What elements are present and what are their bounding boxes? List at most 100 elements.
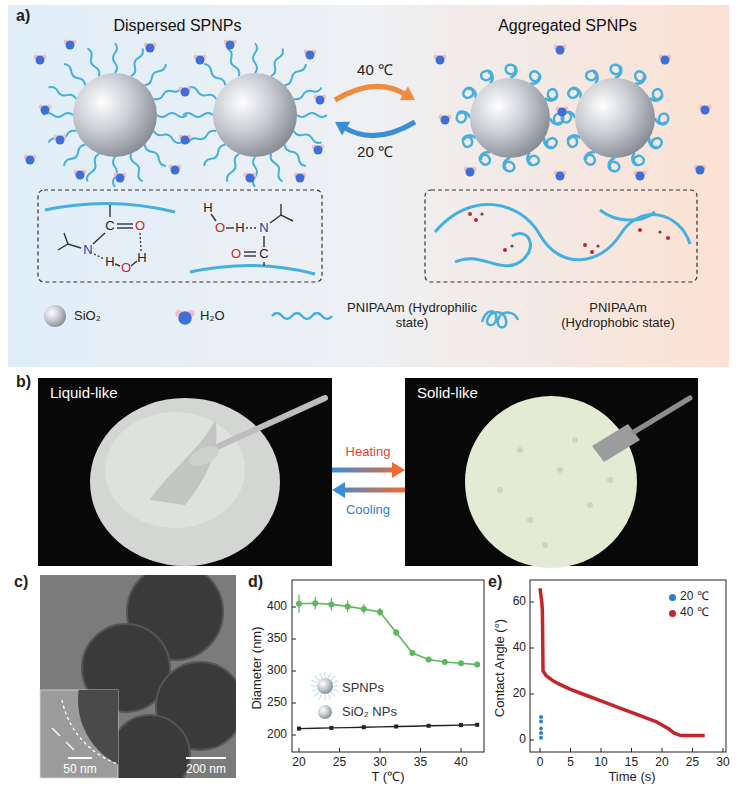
atom-label: H (203, 201, 212, 216)
size-chart-part-part (292, 607, 296, 608)
panel-a-illustration-part-part (280, 204, 281, 215)
panel-b-photos-part (497, 437, 613, 548)
panel-b-photos-part-part (587, 502, 593, 508)
panel-b-photos-part-part (497, 487, 503, 493)
contact-angle-chart-part-part (662, 748, 663, 752)
size-chart-part (292, 580, 484, 752)
contact-angle-chart-part-part (530, 694, 534, 695)
arrow-head (332, 482, 345, 498)
schematic-panel: Aggregated SPNPs (415, 10, 720, 290)
connector-line (343, 488, 405, 493)
photo-panel: Liquid-like (38, 378, 332, 566)
size-chart-part-part (380, 748, 381, 752)
water-molecules-part (439, 115, 452, 125)
size-chart-part-part (394, 725, 398, 729)
contact-angle-chart-part-part (539, 720, 543, 724)
water-molecules-part (179, 135, 192, 145)
water-molecules-part (194, 55, 207, 65)
node-title: Dispersed SPNPs (28, 16, 327, 35)
panel-b-photos-part (465, 396, 637, 568)
panel-a-illustration-part-part (510, 244, 513, 247)
size-chart-part-part (458, 660, 464, 666)
panel-a-illustration-part-part (115, 264, 120, 266)
size-chart-part-part (409, 650, 415, 656)
contact-angle-chart-part-part (723, 748, 724, 752)
tick-label: 0 (537, 756, 544, 770)
atom-label: N (83, 243, 92, 258)
water-molecules-part (554, 45, 567, 55)
panel-a-illustration-part-part (94, 254, 104, 259)
water-molecules-part (464, 167, 477, 177)
panel-a-illustration-part-part (474, 218, 478, 222)
panel-a-illustration-part-part (600, 210, 655, 220)
panel-a-illustration-part (44, 305, 66, 327)
panel-b-photos-part-part (542, 542, 548, 548)
edge-label: Heating (346, 445, 391, 460)
panel-b-photos-part (592, 424, 640, 462)
contact-angle-chart-part-part (539, 715, 543, 719)
panel-a-illustration-part-part (468, 212, 472, 216)
water-molecules-part (634, 171, 647, 181)
contact-angle-chart-part (530, 580, 726, 752)
water-molecules-part (74, 170, 87, 180)
tick-label: 5 (567, 756, 574, 770)
water-molecules-part (244, 173, 257, 183)
water-molecules-part (169, 165, 182, 175)
panel-a-illustration-part-part (93, 233, 105, 244)
panel-b-photos (38, 378, 698, 568)
contact-angle-chart-part (530, 602, 723, 752)
atom-label: O (121, 261, 131, 276)
water-molecules (24, 40, 712, 183)
water-molecules-part (434, 55, 447, 65)
edge-label: Cooling (346, 503, 390, 518)
water-molecules-part (659, 55, 672, 65)
atom-label: H (235, 221, 244, 236)
panel-a-illustration-part-part (117, 227, 133, 228)
legend-text: PNIPAAm (Hydrophilic state) (347, 301, 477, 331)
size-chart-part-part (362, 725, 366, 729)
panel-a-illustration-part (183, 43, 327, 187)
tem-image-part-part (66, 742, 74, 750)
size-chart-part-part (420, 748, 421, 752)
panel-b-photos-part-part (607, 477, 613, 483)
axis-title: Time (s) (608, 770, 655, 785)
panel-a-illustration (8, 5, 729, 367)
node-title: Solid-like (417, 384, 686, 402)
water-molecules-part (294, 173, 307, 183)
contact-angle-chart-part-part (601, 748, 602, 752)
series-label: SiO₂ NPs (342, 705, 397, 720)
panel-a-illustration-part-part (638, 228, 642, 232)
water-molecules-part (39, 105, 52, 115)
panel-b-photos-part (186, 442, 222, 470)
scale-bar-label: 50 nm (63, 763, 96, 777)
panel-b-photos-part (90, 398, 280, 566)
tick-label: 35 (414, 756, 427, 770)
panel-a-illustration-part-part (596, 244, 599, 247)
panel-letter: a) (16, 7, 30, 25)
node-title: Aggregated SPNPs (423, 16, 712, 35)
panel-a-illustration-part-part (270, 215, 293, 223)
connector-line (332, 468, 394, 473)
size-chart-part-part (361, 606, 367, 612)
contact-angle-chart-part-part (530, 648, 534, 649)
size-chart-part-part (297, 727, 301, 731)
legend-swatch (669, 610, 676, 617)
tick-label: 20 (513, 687, 526, 701)
size-chart-part-part (339, 748, 340, 752)
size-chart-part (317, 678, 333, 694)
size-chart-part-part (442, 659, 448, 665)
size-chart-part (299, 603, 477, 664)
panel-a-illustration-part (45, 203, 690, 274)
connector-line (344, 122, 415, 136)
size-chart-part-part (459, 723, 463, 727)
panel-a-illustration-part-part (244, 251, 256, 252)
size-chart-part (296, 600, 480, 667)
water-molecules-part (312, 145, 325, 155)
contact-angle-chart-part-part (530, 740, 534, 741)
water-molecules-part (114, 173, 127, 183)
panel-b-photos-part (38, 378, 332, 566)
size-chart-part-part (475, 723, 479, 727)
panel-a-illustration-part-part (246, 227, 257, 228)
